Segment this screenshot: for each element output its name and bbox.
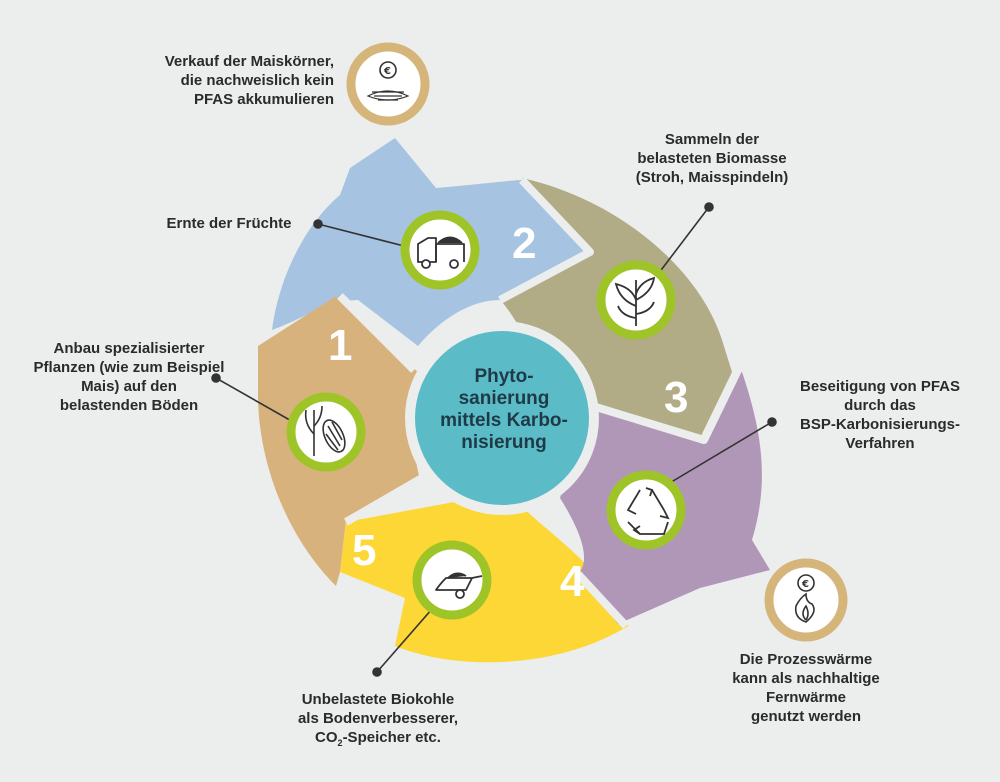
- step-label-5-subscript: 2: [337, 738, 343, 748]
- euro-coin-icon: €: [379, 61, 397, 79]
- euro-coin-icon: €: [797, 574, 815, 592]
- harvest-truck-icon: [417, 236, 465, 269]
- segment-separators: [337, 177, 744, 629]
- output-label-kernel-sale: Verkauf der Maiskörner, die nachweislich…: [164, 53, 334, 108]
- center-title: Phyto- sanierung mittels Karbo- nisierun…: [440, 366, 568, 453]
- step-label-1: Anbau spezialisierter Pflanzen (wie zum …: [33, 340, 225, 414]
- step-number-5: 5: [352, 526, 376, 575]
- flame-icon: [794, 592, 815, 623]
- step-number-2: 2: [512, 219, 536, 268]
- recycle-icon: [626, 487, 670, 535]
- step-number-1: 1: [328, 321, 352, 370]
- svg-text:€: €: [801, 579, 809, 590]
- svg-text:€: €: [383, 66, 391, 77]
- wheelbarrow-icon: [435, 572, 483, 599]
- leader-lines: [211, 202, 777, 677]
- step-number-3: 3: [664, 373, 688, 422]
- output-label-process-heat: Die Prozesswärme kann als nachhaltige Fe…: [732, 651, 880, 725]
- corn-kernels-icon: [366, 90, 410, 101]
- step-label-5-tail: -Speicher etc.: [342, 729, 441, 746]
- corn-plant-icon: [304, 405, 346, 456]
- center-circle: [405, 321, 599, 515]
- output-icon-badges: [346, 42, 848, 642]
- plant-sprout-icon: [614, 276, 656, 326]
- step-label-4: Beseitigung von PFAS durch das BSP-Karbo…: [799, 378, 961, 452]
- step-label-5: Unbelastete Biokohle als Bodenverbessere…: [270, 690, 486, 753]
- step-number-4: 4: [560, 557, 585, 606]
- step-label-3: Sammeln der belasteten Biomasse (Stroh, …: [635, 131, 789, 186]
- step-label-2: Ernte der Früchte: [166, 215, 292, 232]
- step-label-5-main: Unbelastete Biokohle als Bodenverbessere…: [297, 691, 459, 746]
